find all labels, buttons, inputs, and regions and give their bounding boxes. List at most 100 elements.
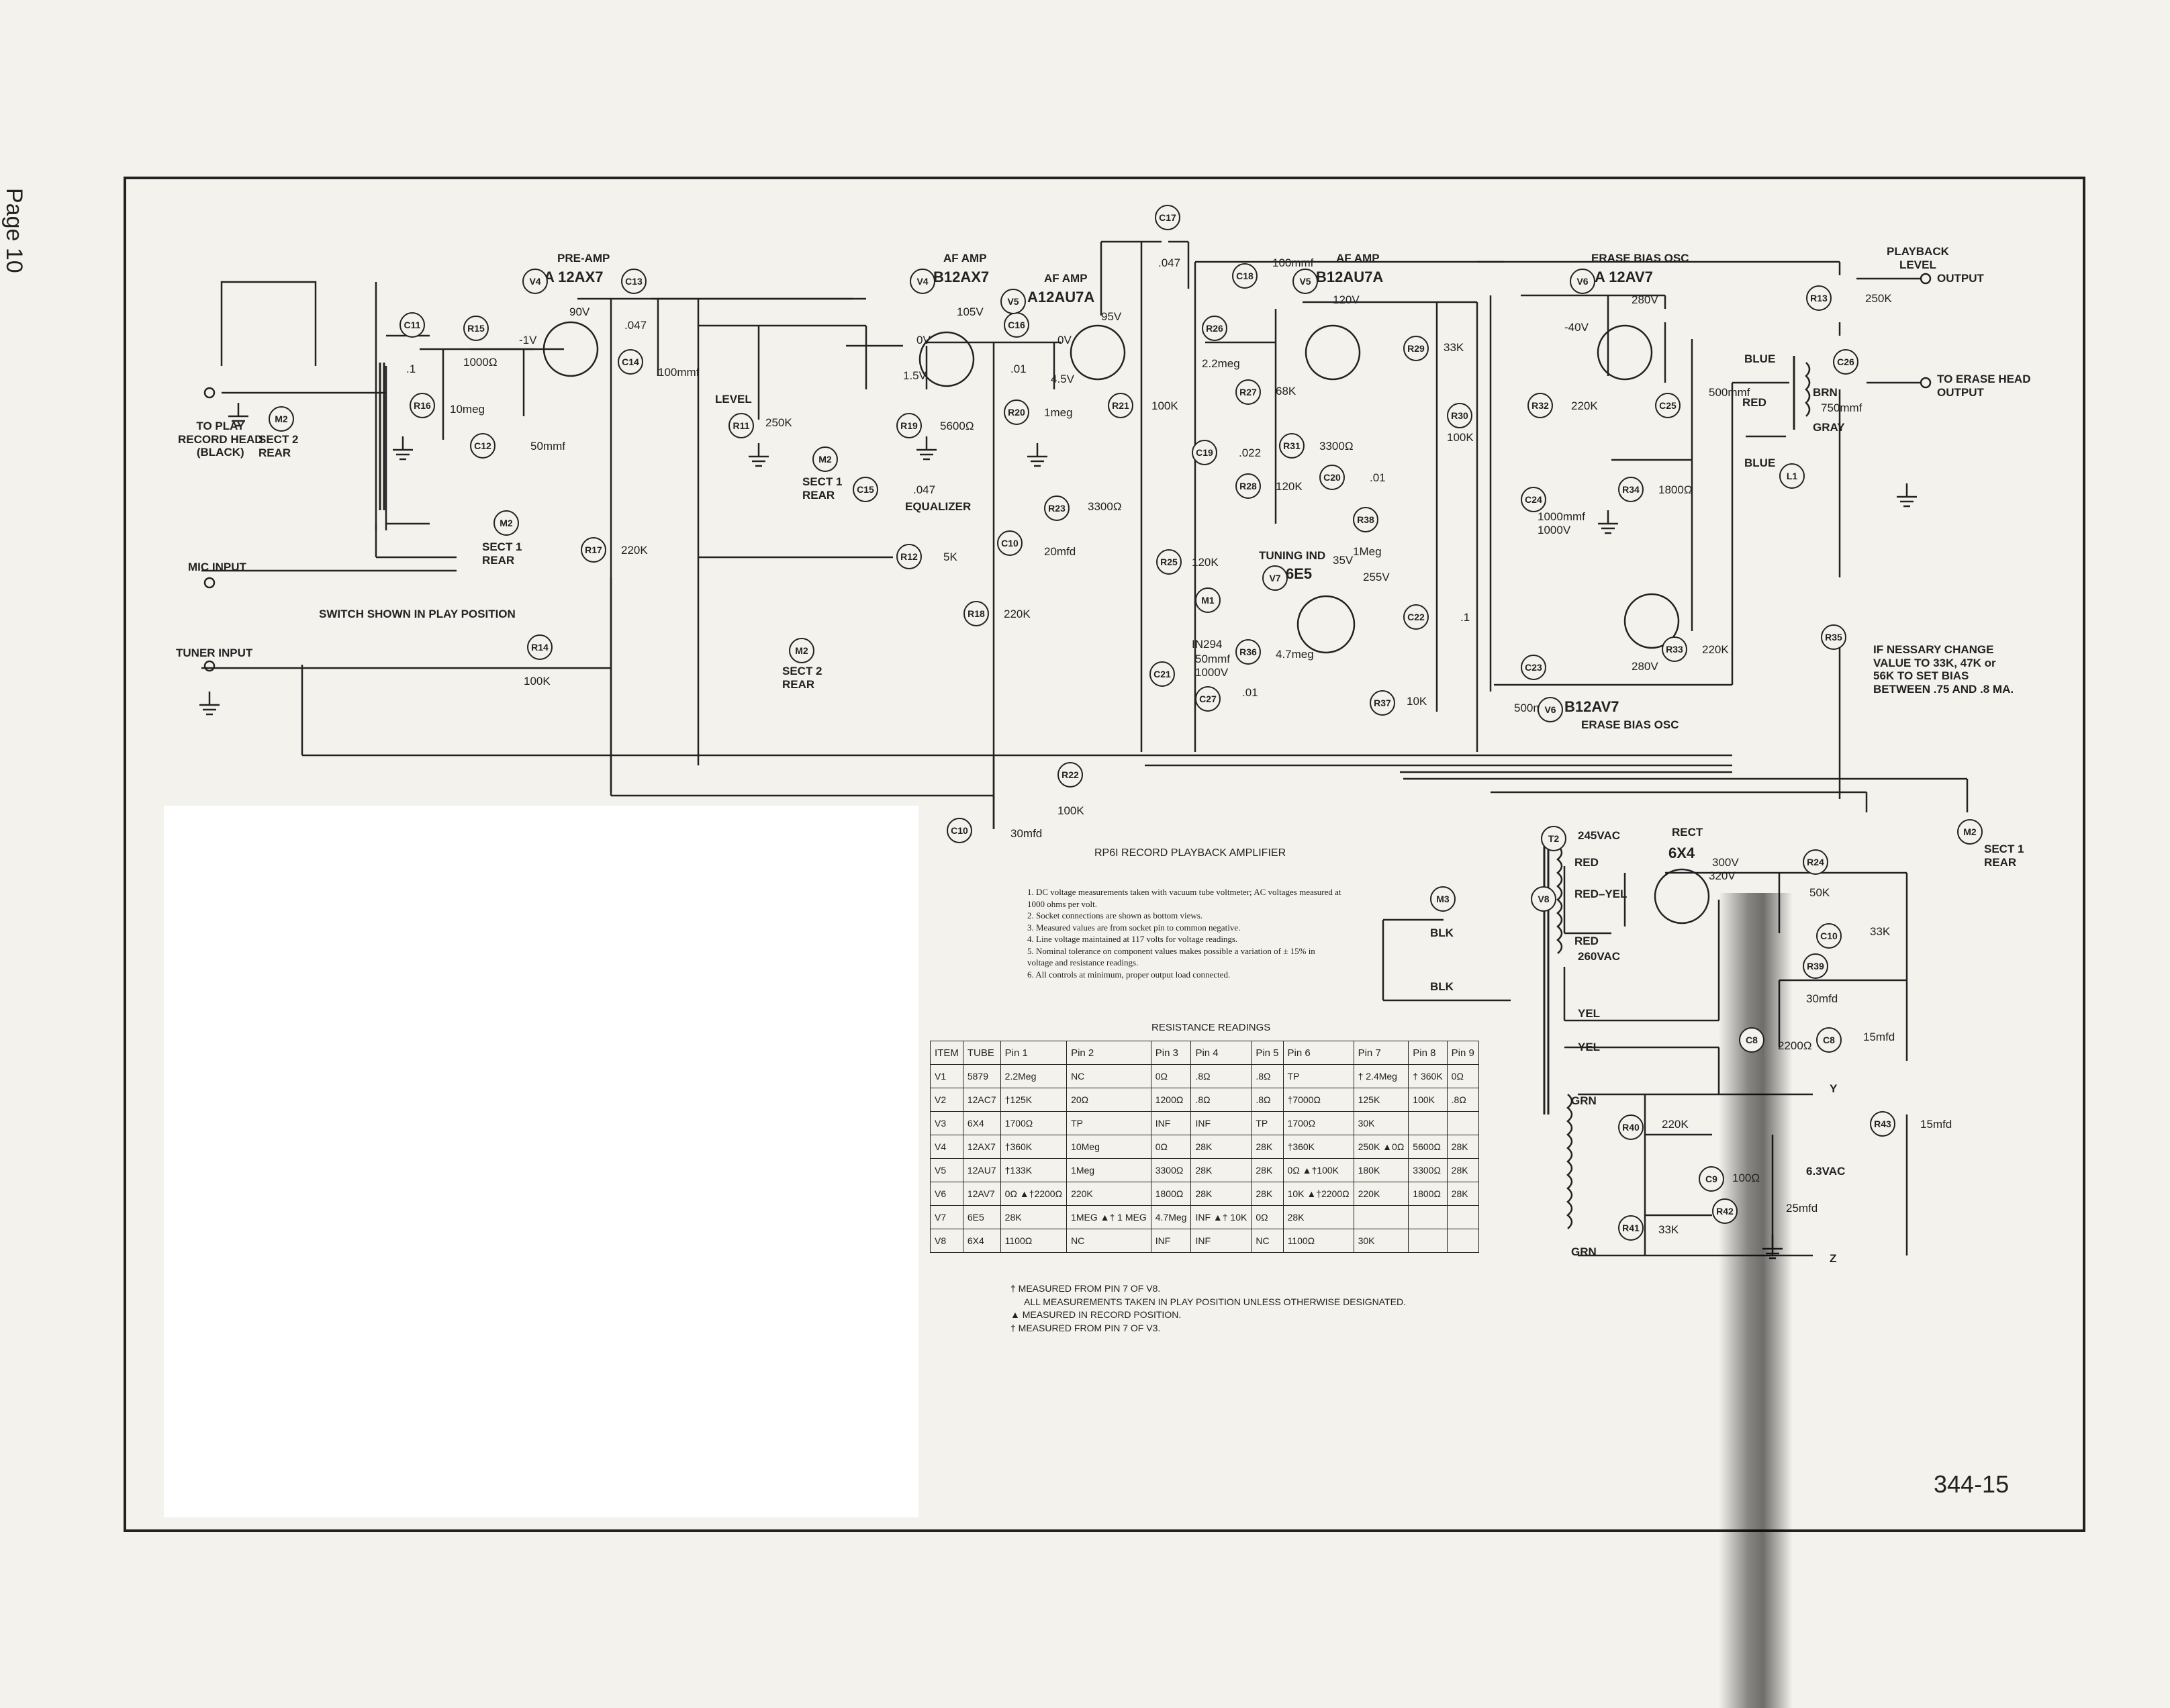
page-number: Page 10 xyxy=(1,188,27,273)
table-cell xyxy=(1408,1229,1448,1253)
table-cell: 28K xyxy=(1190,1135,1252,1159)
table-cell: 5879 xyxy=(962,1064,1001,1088)
whiteout-patch xyxy=(164,806,918,1517)
c8a-ref: C8 xyxy=(1739,1027,1764,1053)
r16-value: 10meg xyxy=(450,403,485,416)
table-cell: 1800Ω xyxy=(1150,1182,1192,1206)
v6a-label: A 12AV7 xyxy=(1595,269,1653,285)
table-cell: 28K xyxy=(1251,1182,1284,1206)
r24-value: 50K xyxy=(1809,886,1830,899)
r26-value: 2.2meg xyxy=(1202,357,1240,370)
c22-value: .1 xyxy=(1460,611,1470,624)
table-cell: NC xyxy=(1251,1229,1284,1253)
c25-ref: C25 xyxy=(1655,393,1681,418)
c10b-ref: C10 xyxy=(947,818,972,843)
table-cell: .8Ω xyxy=(1251,1064,1284,1088)
footnote-4: † MEASURED FROM PIN 7 OF V3. xyxy=(1010,1322,1161,1333)
r11-value: 250K xyxy=(765,416,792,429)
table-cell: 0Ω ▲†2200Ω xyxy=(1000,1182,1068,1206)
resistance-table: ITEM TUBE Pin 1 Pin 2 Pin 3 Pin 4 Pin 5 … xyxy=(930,1041,1479,1253)
brn-label: BRN xyxy=(1813,386,1838,399)
r13-value: 250K xyxy=(1865,292,1892,305)
r39-value: 30mfd xyxy=(1806,992,1838,1005)
r11-ref: R11 xyxy=(728,413,754,438)
c8b-ref: C8 xyxy=(1816,1027,1842,1053)
r29-value: 33K xyxy=(1444,341,1464,354)
c11-value: .1 xyxy=(406,363,416,375)
table-cell: 12AX7 xyxy=(962,1135,1001,1159)
v6b-label: B12AV7 xyxy=(1564,698,1619,715)
r36-value: 4.7meg xyxy=(1276,648,1314,661)
note-2: 2. Socket connections are shown as botto… xyxy=(1027,910,1203,921)
m2-switch-a: M2 xyxy=(269,406,294,432)
c14-value: 100mmf xyxy=(658,366,700,379)
table-cell: 30K xyxy=(1353,1229,1409,1253)
to-play-head-label: TO PLAY RECORD HEAD (BLACK) xyxy=(178,420,263,459)
v6a-ref: V6 xyxy=(1570,269,1595,294)
r38-value: 1Meg xyxy=(1353,545,1382,558)
table-cell: 250K ▲0Ω xyxy=(1353,1135,1409,1159)
v5b-ref: V5 xyxy=(1292,269,1318,294)
header-cell: ITEM xyxy=(930,1041,963,1065)
m2-sect1-rear-c-label: SECT 1 REAR xyxy=(1984,843,2024,869)
r32-value: 220K xyxy=(1571,399,1598,412)
note-4: 4. Line voltage maintained at 117 volts … xyxy=(1027,934,1238,945)
table-cell: 1100Ω xyxy=(1000,1229,1068,1253)
c22-ref: C22 xyxy=(1403,604,1429,630)
header-cell: Pin 7 xyxy=(1353,1041,1409,1065)
voltage-v6a-grid: -40V xyxy=(1564,321,1589,334)
r27-value: 68K xyxy=(1276,385,1296,397)
r15-value: 1000Ω xyxy=(463,356,498,369)
r38-ref: R38 xyxy=(1353,507,1378,532)
c15-ref: C15 xyxy=(853,477,878,502)
rect-label: RECT xyxy=(1672,826,1703,839)
m2-switch-b: M2 xyxy=(493,510,519,536)
r35-ref: R35 xyxy=(1821,624,1846,650)
r17-value: 220K xyxy=(621,544,648,557)
blk-label-2: BLK xyxy=(1430,980,1454,993)
m2-sect1-rear-a-label: SECT 1 REAR xyxy=(482,540,522,567)
m2-switch-d: M2 xyxy=(789,638,814,663)
table-cell: 28K xyxy=(1446,1182,1479,1206)
r18-value: 220K xyxy=(1004,608,1031,620)
table-cell: 10K ▲†2200Ω xyxy=(1282,1182,1354,1206)
vac-245-label: 245VAC xyxy=(1578,829,1620,842)
table-cell: V8 xyxy=(930,1229,963,1253)
v6b-ref: V6 xyxy=(1538,697,1563,722)
r20-ref: R20 xyxy=(1004,399,1029,425)
table-cell: 1200Ω xyxy=(1150,1088,1192,1112)
table-cell: 28K xyxy=(1251,1158,1284,1182)
table-cell: 3300Ω xyxy=(1408,1158,1448,1182)
notes-list: 1. DC voltage measurements taken with va… xyxy=(1027,886,1343,980)
v8-ref: V8 xyxy=(1531,886,1556,912)
resistance-table-title: RESISTANCE READINGS xyxy=(1151,1022,1271,1033)
r22-ref: R22 xyxy=(1057,762,1083,788)
l1-ref: L1 xyxy=(1779,463,1805,489)
table-cell: 28K xyxy=(1446,1158,1479,1182)
table-cell: INF ▲† 10K xyxy=(1190,1205,1252,1229)
switch-note: SWITCH SHOWN IN PLAY POSITION xyxy=(319,608,516,620)
m2-sect2-rear-a-label: SECT 2 REAR xyxy=(258,433,299,459)
r12-ref: R12 xyxy=(896,544,922,569)
erase-bias-osc-bottom-label: ERASE BIAS OSC xyxy=(1581,718,1679,731)
header-cell: Pin 6 xyxy=(1282,1041,1354,1065)
voltage-v8-b: 320V xyxy=(1709,869,1736,882)
output-label: OUTPUT xyxy=(1937,272,1984,285)
equalizer-label: EQUALIZER xyxy=(905,500,972,513)
voltage-v6a-plate: 280V xyxy=(1632,293,1658,306)
table-cell: V6 xyxy=(930,1182,963,1206)
table-cell xyxy=(1446,1205,1479,1229)
v7-ref: V7 xyxy=(1262,565,1288,591)
c10a-ref: C10 xyxy=(1816,923,1842,949)
table-cell: 28K xyxy=(1446,1135,1479,1159)
yel-label-1: YEL xyxy=(1578,1007,1601,1020)
preamp-label: PRE-AMP xyxy=(557,252,610,265)
c10-ref: C10 xyxy=(997,530,1023,556)
table-cell: 180K xyxy=(1353,1158,1409,1182)
r21-ref: R21 xyxy=(1108,393,1133,418)
table-cell xyxy=(1446,1111,1479,1135)
